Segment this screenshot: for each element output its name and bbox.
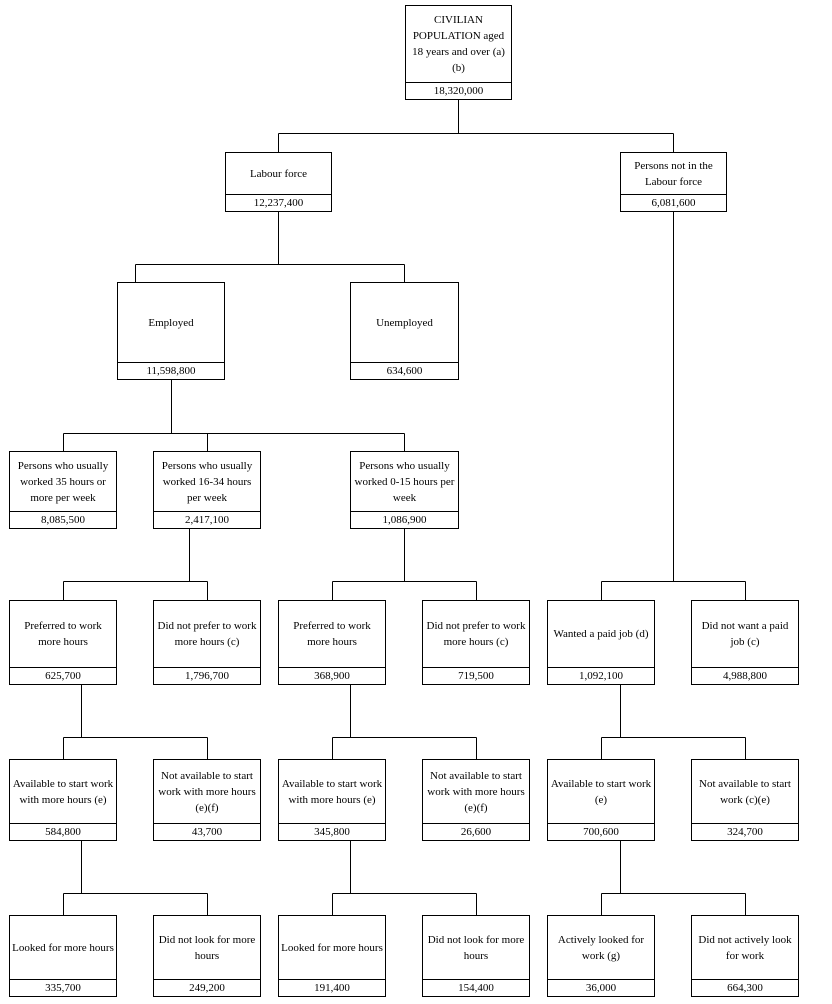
- node-label: Labour force: [249, 167, 308, 180]
- node-value: 368,900: [279, 667, 385, 684]
- node-label: Did not look for more hours: [427, 933, 525, 962]
- node-value: 43,700: [154, 823, 260, 840]
- node-value: 191,400: [279, 979, 385, 996]
- node-label: Available to start work with more hours …: [12, 777, 114, 806]
- node-label: Preferred to work more hours: [293, 620, 371, 648]
- connector-wanted: [601, 685, 746, 759]
- node-value: 335,700: [10, 979, 116, 996]
- node-label: CIVILIAN POPULATION aged 18 years and ov…: [412, 14, 505, 74]
- connector-notlabour: [601, 211, 746, 600]
- node-value: 664,300: [692, 979, 798, 996]
- node-label: Did not prefer to work more hours (c): [426, 620, 526, 648]
- node-value: 11,598,800: [118, 362, 224, 379]
- node-label: Available to start work with more hours …: [281, 777, 383, 806]
- node-label: Did not want a paid job (c): [701, 620, 789, 648]
- node-value: 1,086,900: [351, 511, 458, 528]
- node-label: Actively looked for work (g): [557, 933, 645, 962]
- node-not-available-2: Not available to start work with more ho…: [422, 759, 530, 841]
- node-available-3: Available to start work (e) 700,600: [547, 759, 655, 841]
- connector-employed: [63, 380, 405, 451]
- node-label: Employed: [148, 316, 194, 329]
- node-label: Looked for more hours: [12, 941, 114, 954]
- node-not-available-1: Not available to start work with more ho…: [153, 759, 261, 841]
- node-value: 1,796,700: [154, 667, 260, 684]
- node-civilian-population: CIVILIAN POPULATION aged 18 years and ov…: [405, 5, 512, 100]
- node-value: 584,800: [10, 823, 116, 840]
- node-value: 719,500: [423, 667, 529, 684]
- node-looked-1: Looked for more hours 335,700: [9, 915, 117, 997]
- node-label: Did not actively look for work: [698, 933, 792, 962]
- node-not-prefer-more-hours-2: Did not prefer to work more hours (c) 71…: [422, 600, 530, 685]
- node-value: 154,400: [423, 979, 529, 996]
- node-value: 26,600: [423, 823, 529, 840]
- node-value: 634,600: [351, 362, 458, 379]
- node-label: Not available to start work with more ho…: [158, 769, 256, 814]
- node-label: Persons not in the Labour force: [634, 159, 713, 188]
- connector-avail3: [601, 841, 746, 915]
- node-available-1: Available to start work with more hours …: [9, 759, 117, 841]
- connector-w1634: [63, 529, 208, 600]
- node-label: Available to start work (e): [550, 777, 652, 806]
- node-available-2: Available to start work with more hours …: [278, 759, 386, 841]
- node-label: Did not prefer to work more hours (c): [157, 620, 257, 648]
- node-looked-2: Looked for more hours 191,400: [278, 915, 386, 997]
- node-value: 36,000: [548, 979, 654, 996]
- node-label: Preferred to work more hours: [24, 620, 102, 648]
- node-label: Persons who usually worked 0-15 hours pe…: [354, 459, 455, 504]
- node-value: 324,700: [692, 823, 798, 840]
- node-unemployed: Unemployed 634,600: [350, 282, 459, 380]
- node-not-prefer-more-hours-1: Did not prefer to work more hours (c) 1,…: [153, 600, 261, 685]
- node-worked-0-15-hours: Persons who usually worked 0-15 hours pe…: [350, 451, 459, 529]
- node-label: Wanted a paid job (d): [553, 628, 649, 640]
- node-not-looked-1: Did not look for more hours 249,200: [153, 915, 261, 997]
- connector-pref1: [63, 685, 208, 759]
- node-value: 8,085,500: [10, 511, 116, 528]
- node-worked-35-hours: Persons who usually worked 35 hours or m…: [9, 451, 117, 529]
- node-wanted-paid-job: Wanted a paid job (d) 1,092,100: [547, 600, 655, 685]
- node-value: 625,700: [10, 667, 116, 684]
- node-value: 4,988,800: [692, 667, 798, 684]
- connector-avail2: [332, 841, 477, 915]
- node-value: 700,600: [548, 823, 654, 840]
- node-label: Did not look for more hours: [158, 933, 256, 962]
- node-employed: Employed 11,598,800: [117, 282, 225, 380]
- node-label: Persons who usually worked 35 hours or m…: [17, 459, 109, 504]
- connector-pref2: [332, 685, 477, 759]
- node-value: 1,092,100: [548, 667, 654, 684]
- node-label: Not available to start work (c)(e): [699, 777, 791, 806]
- connector-avail1: [63, 841, 208, 915]
- node-label: Not available to start work with more ho…: [427, 769, 525, 814]
- connector-root: [278, 99, 674, 152]
- connector-w015: [332, 529, 477, 600]
- node-not-actively-looked: Did not actively look for work 664,300: [691, 915, 799, 997]
- node-value: 249,200: [154, 979, 260, 996]
- node-preferred-more-hours-2: Preferred to work more hours 368,900: [278, 600, 386, 685]
- node-not-in-labour-force: Persons not in the Labour force 6,081,60…: [620, 152, 727, 212]
- node-label: Persons who usually worked 16-34 hours p…: [161, 459, 253, 504]
- node-label: Looked for more hours: [281, 941, 383, 954]
- node-actively-looked: Actively looked for work (g) 36,000: [547, 915, 655, 997]
- connector-labour: [135, 211, 405, 282]
- node-value: 345,800: [279, 823, 385, 840]
- node-worked-16-34-hours: Persons who usually worked 16-34 hours p…: [153, 451, 261, 529]
- node-not-looked-2: Did not look for more hours 154,400: [422, 915, 530, 997]
- node-not-want-paid-job: Did not want a paid job (c) 4,988,800: [691, 600, 799, 685]
- node-value: 6,081,600: [621, 194, 726, 211]
- node-not-available-3: Not available to start work (c)(e) 324,7…: [691, 759, 799, 841]
- node-value: 18,320,000: [406, 82, 511, 99]
- node-label: Unemployed: [376, 316, 433, 329]
- node-value: 2,417,100: [154, 511, 260, 528]
- node-labour-force: Labour force 12,237,400: [225, 152, 332, 212]
- node-preferred-more-hours-1: Preferred to work more hours 625,700: [9, 600, 117, 685]
- node-value: 12,237,400: [226, 194, 331, 211]
